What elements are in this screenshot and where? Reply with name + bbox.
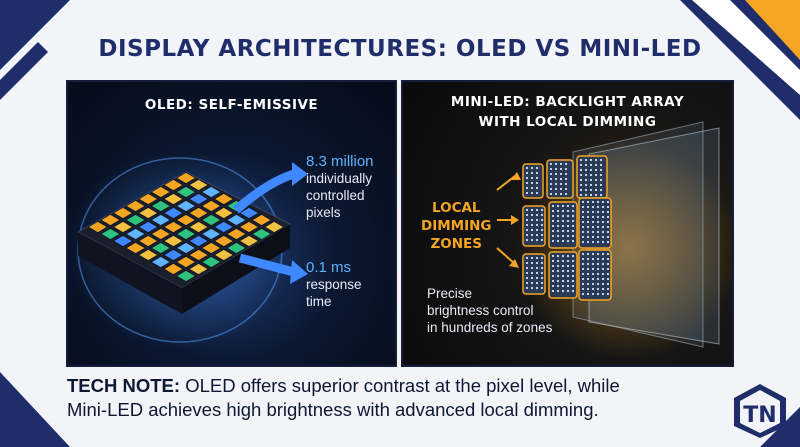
pixel-count-line: individually <box>306 171 373 186</box>
response-time-line: time <box>306 294 332 309</box>
oled-panel: OLED: SELF-EMISSIVE <box>66 80 397 367</box>
miniled-panel-title: MINI-LED: BACKLIGHT ARRAY WITH LOCAL DIM… <box>403 92 732 132</box>
mini-led-backlight-icon <box>522 155 612 301</box>
ldz-line: ZONES <box>430 236 482 252</box>
ldz-line: DIMMING <box>421 218 492 234</box>
response-time-stat: 0.1 ms response time <box>306 259 362 310</box>
response-time-line: response <box>306 277 362 292</box>
precise-line: brightness control <box>427 303 534 318</box>
tech-note-text: Mini-LED achieves high brightness with a… <box>67 399 599 420</box>
tech-note-text: OLED offers superior contrast at the pix… <box>180 375 620 396</box>
pixel-count-line: pixels <box>306 205 341 220</box>
precise-line: in hundreds of zones <box>427 320 553 335</box>
pixel-count-line: controlled <box>306 188 365 203</box>
miniled-panel: MINI-LED: BACKLIGHT ARRAY WITH LOCAL DIM… <box>401 80 734 367</box>
pixel-count-stat: 8.3 million individually controlled pixe… <box>306 153 374 221</box>
oled-panel-title: OLED: SELF-EMISSIVE <box>144 97 319 113</box>
pixel-grid-icon <box>87 172 285 282</box>
precise-control-caption: Precise brightness control in hundreds o… <box>427 285 552 336</box>
response-time-value: 0.1 ms <box>306 259 352 276</box>
oled-illustration <box>68 150 308 350</box>
miniled-title-line: MINI-LED: BACKLIGHT ARRAY <box>450 94 685 110</box>
pixel-count-value: 8.3 million <box>306 153 374 170</box>
precise-line: Precise <box>427 286 473 301</box>
tech-note-label: TECH NOTE: <box>67 375 181 396</box>
arrow-right-icon <box>238 253 308 284</box>
ldz-line: LOCAL <box>431 200 481 216</box>
local-dimming-zones-label: LOCAL DIMMING ZONES <box>421 199 492 253</box>
logo-letters: TN <box>743 403 776 428</box>
arrow-right-icon <box>233 162 308 214</box>
tn-logo-icon: TN <box>734 384 786 438</box>
miniled-illustration <box>496 121 732 360</box>
miniled-title-line: WITH LOCAL DIMMING <box>478 114 657 130</box>
tech-note: TECH NOTE: OLED offers superior contrast… <box>67 374 767 422</box>
page-title: DISPLAY ARCHITECTURES: OLED VS MINI-LED <box>98 36 702 62</box>
